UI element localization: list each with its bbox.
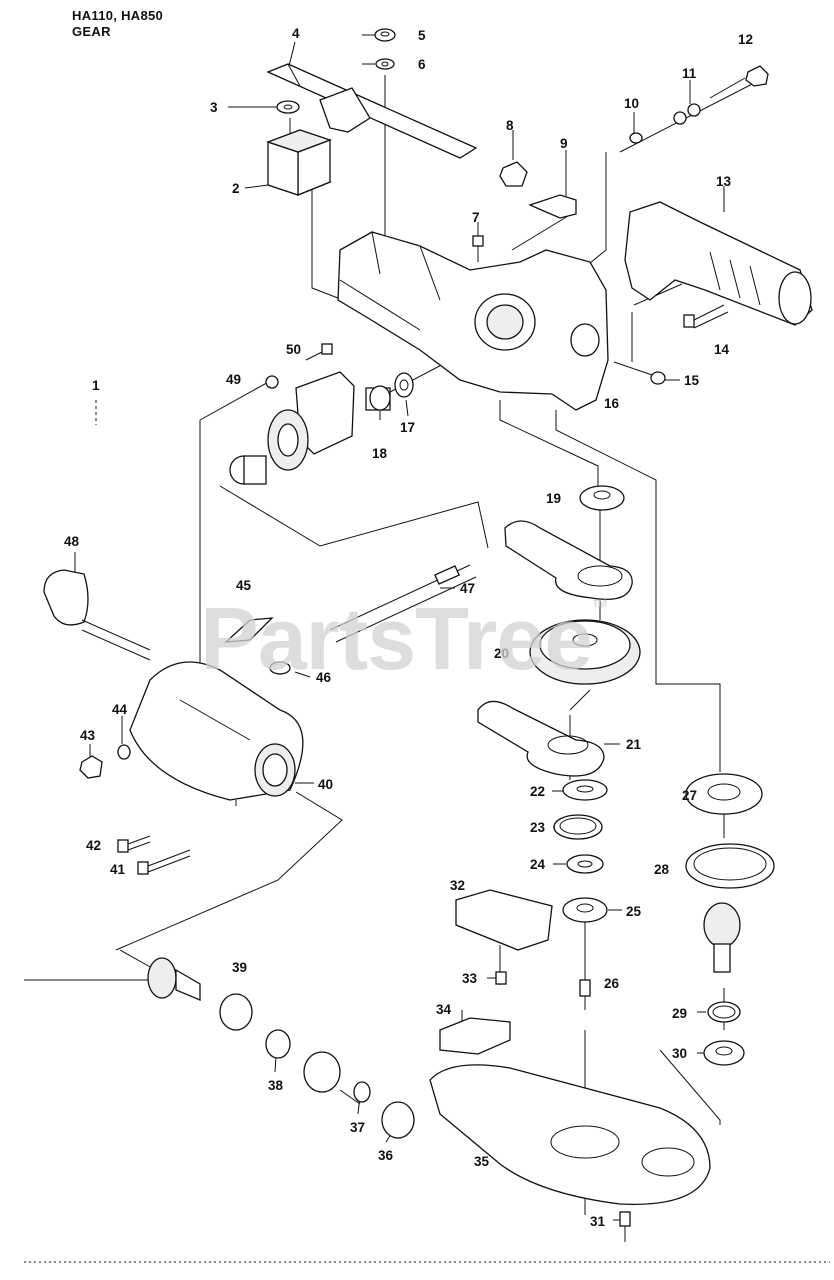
callout-45: 45 <box>236 578 252 593</box>
callout-31: 31 <box>590 1214 606 1229</box>
callout-42: 42 <box>86 838 101 853</box>
callout-32: 32 <box>450 878 465 893</box>
section-title: GEAR <box>72 24 111 39</box>
part-base-35 <box>429 1064 711 1206</box>
part-bolt-42 <box>117 835 151 853</box>
part-screw-50 <box>305 343 333 361</box>
part-plate-upper <box>504 520 633 601</box>
callout-28: 28 <box>654 862 670 877</box>
callout-30: 30 <box>672 1046 687 1061</box>
callout-39: 39 <box>232 960 247 975</box>
callout-48: 48 <box>64 534 80 549</box>
part-gear-20 <box>529 619 641 685</box>
callout-25: 25 <box>626 904 642 919</box>
callout-14: 14 <box>714 342 730 357</box>
callout-13: 13 <box>716 174 732 189</box>
part-bracket-4 <box>266 63 478 159</box>
callout-41: 41 <box>110 862 126 877</box>
watermark-text: PartsTree <box>200 589 593 688</box>
callout-47: 47 <box>460 581 475 596</box>
callout-15: 15 <box>684 373 700 388</box>
callout-24: 24 <box>530 857 546 872</box>
callout-8: 8 <box>506 118 514 133</box>
callout-5: 5 <box>418 28 426 43</box>
callout-27: 27 <box>682 788 697 803</box>
callout-17: 17 <box>400 420 415 435</box>
callout-10: 10 <box>624 96 639 111</box>
part-knob-48 <box>43 569 151 661</box>
callout-46: 46 <box>316 670 332 685</box>
callout-26: 26 <box>604 976 620 991</box>
part-shaft-47 <box>329 564 477 643</box>
callout-34: 34 <box>436 1002 452 1017</box>
callout-2: 2 <box>232 181 240 196</box>
callout-20: 20 <box>494 646 509 661</box>
part-bevel-gear <box>229 371 355 485</box>
parts <box>43 28 813 1242</box>
callout-36: 36 <box>378 1148 394 1163</box>
watermark: PartsTreeTM <box>200 588 607 690</box>
callout-labels: 1 2 3 4 5 6 7 8 9 10 11 12 13 14 15 16 1… <box>64 26 753 1229</box>
part-bolt-41 <box>137 849 191 875</box>
callout-33: 33 <box>462 971 478 986</box>
callout-1: 1 <box>92 378 100 393</box>
callout-37: 37 <box>350 1120 365 1135</box>
callout-21: 21 <box>626 737 642 752</box>
part-screw-7 <box>472 235 484 262</box>
callout-35: 35 <box>474 1154 490 1169</box>
callout-11: 11 <box>682 66 697 81</box>
part-gear-39 <box>147 957 415 1139</box>
part-screw-31 <box>619 1211 631 1242</box>
callout-7: 7 <box>472 210 480 225</box>
callout-43: 43 <box>80 728 96 743</box>
callout-4: 4 <box>292 26 300 41</box>
callout-38: 38 <box>268 1078 284 1093</box>
part-block-2 <box>266 129 332 196</box>
callout-6: 6 <box>418 57 426 72</box>
part-plate-lower <box>477 700 605 777</box>
callout-19: 19 <box>546 491 561 506</box>
callout-44: 44 <box>112 702 128 717</box>
callout-50: 50 <box>286 342 301 357</box>
callout-3: 3 <box>210 100 218 115</box>
callout-12: 12 <box>738 32 753 47</box>
model-title: HA110, HA850 <box>72 8 164 23</box>
callout-40: 40 <box>318 777 333 792</box>
callout-9: 9 <box>560 136 568 151</box>
part-housing-16 <box>337 231 609 411</box>
callout-18: 18 <box>372 446 388 461</box>
callout-29: 29 <box>672 1006 687 1021</box>
callout-16: 16 <box>604 396 620 411</box>
part-pinion <box>703 902 741 973</box>
part-handle-13 <box>624 201 813 326</box>
callout-22: 22 <box>530 784 545 799</box>
callout-49: 49 <box>226 372 241 387</box>
part-gearcase-40 <box>129 661 304 801</box>
part-bushing-18 <box>365 385 391 411</box>
part-bolt-14 <box>683 304 729 329</box>
watermark-tm: TM <box>592 598 607 610</box>
callout-23: 23 <box>530 820 546 835</box>
